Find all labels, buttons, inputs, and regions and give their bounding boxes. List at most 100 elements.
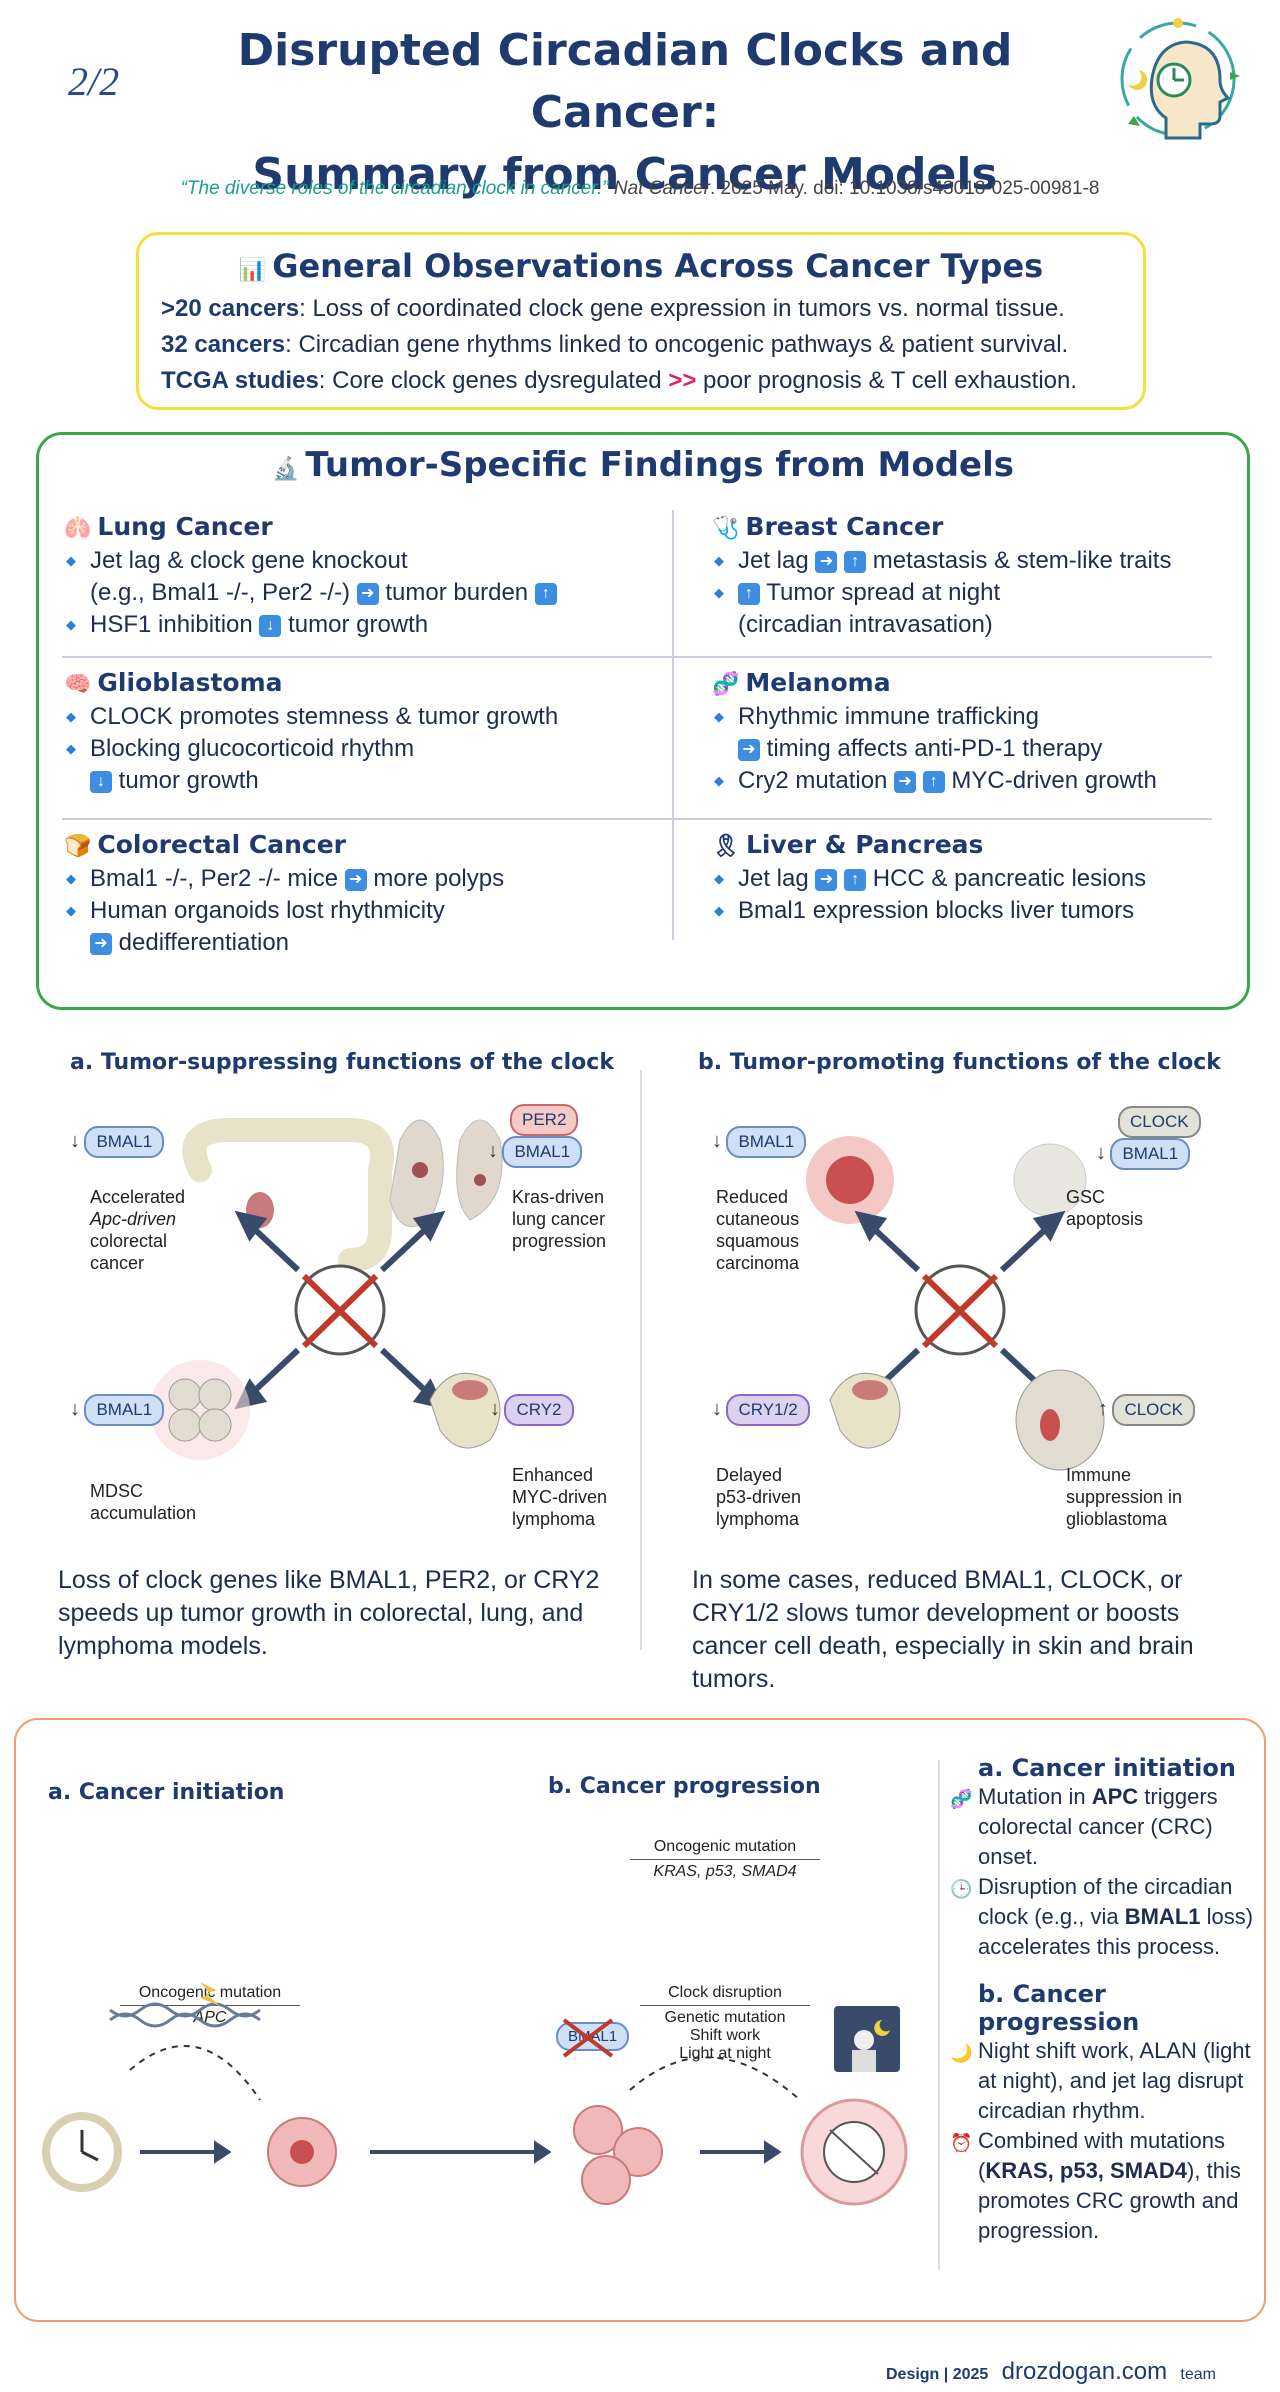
down-arrow-icon: ↓ (259, 615, 282, 637)
up-arrow-icon: ↑ (844, 551, 867, 573)
panel-b-topright-label: CLOCK ↓ BMAL1 (1096, 1106, 1201, 1170)
tumor-suppressing-diagram (150, 1118, 503, 1460)
panel-a-bottomleft-label: ↓ BMAL1 (70, 1394, 165, 1426)
clock-icon: 🕒 (950, 1879, 973, 1899)
bar-chart-icon: 📊 (238, 258, 267, 283)
tumor-heading: 🔬Tumor-Specific Findings from Models (272, 445, 1014, 485)
cancer-progression-diagram (42, 1982, 908, 2206)
gene-pill: CRY2 (504, 1394, 574, 1426)
panel-b-bottomright-label: ↑ CLOCK (1098, 1394, 1196, 1426)
liver-pancreas-cell: 🎗Liver & Pancreas Jet lag ➜ ↑ HCC & panc… (712, 830, 1280, 927)
citation: “The diverse roles of the circadian cloc… (100, 178, 1180, 200)
page-number: 2/2 (68, 59, 120, 104)
down-arrow-icon: ↓ (70, 1398, 80, 1420)
progression-paragraph: 🌙Night shift work, ALAN (light at night)… (950, 2038, 1251, 2123)
right-arrow-icon: ➜ (344, 869, 367, 891)
initiation-title: a. Cancer initiation (48, 1780, 285, 1805)
oncogenic-mutation-2: Oncogenic mutation KRAS, p53, SMAD4 (630, 1838, 820, 1881)
lung-title: Lung Cancer (97, 512, 273, 541)
panel-b-summary: In some cases, reduced BMAL1, CLOCK, or … (692, 1566, 1194, 1693)
colorectal-title: Colorectal Cancer (97, 830, 346, 859)
title-line-1: Disrupted Circadian Clocks and Cancer: (237, 25, 1013, 138)
list-item: Blocking glucocorticoid rhythm (64, 733, 644, 765)
colorectal-cancer-cell: 🍞Colorectal Cancer Bmal1 -/-, Per2 -/- m… (64, 830, 644, 959)
row-divider (62, 656, 1212, 658)
observation-row: 32 cancers: Circadian gene rhythms linke… (161, 331, 1069, 358)
panel-a-bottomright-label: ↓ CRY2 (490, 1394, 574, 1426)
clock-head-icon (1108, 14, 1248, 144)
footer-design: Design | 2025 (885, 2366, 989, 2383)
right-arrow-icon: ➜ (356, 583, 379, 605)
progression-title: b. Cancer progression (548, 1774, 821, 1799)
down-arrow-icon: ↓ (90, 771, 112, 793)
gene-pill: CLOCK (1112, 1394, 1196, 1426)
list-item-continuation: (e.g., Bmal1 -/-, Per2 -/-) ➜ tumor burd… (64, 577, 644, 609)
list-item: Human organoids lost rhythmicity (64, 895, 644, 927)
footer-site-link[interactable]: drozdogan.com (1001, 2358, 1168, 2385)
footer-team: team (1180, 2366, 1216, 2383)
gene-pill: BMAL1 (84, 1126, 165, 1158)
liver-title: Liver & Pancreas (745, 830, 984, 859)
dna-icon: 🧬 (950, 1789, 973, 1809)
down-arrow-icon: ↓ (712, 1130, 722, 1152)
right-arrow-icon: ➜ (90, 933, 112, 955)
citation-title: “The diverse roles of the circadian cloc… (180, 178, 609, 199)
list-item: Rhythmic immune trafficking (712, 701, 1280, 733)
gene-pill: BMAL1 (502, 1136, 583, 1168)
dna-icon: 🧬 (712, 672, 740, 697)
panel-b-bottomleft-label: ↓ CRY1/2 (712, 1394, 810, 1426)
down-arrow-icon: ↓ (490, 1398, 500, 1420)
list-item: Jet lag & clock gene knockout (64, 545, 644, 577)
down-arrow-icon: ↓ (712, 1398, 722, 1420)
melanoma-cell: 🧬Melanoma Rhythmic immune trafficking ➜ … (712, 668, 1280, 797)
panel-a-topleft-label: ↓ BMAL1 (70, 1126, 165, 1158)
list-item: Bmal1 -/-, Per2 -/- mice ➜ more polyps (64, 863, 644, 895)
gene-pill: BMAL1 (84, 1394, 165, 1426)
down-arrow-icon: ↓ (70, 1130, 80, 1152)
right-arrow-icon: ➜ (894, 771, 917, 793)
initiation-paragraph: 🕒Disruption of the circadian clock (e.g.… (950, 1874, 1254, 1959)
right-arrow-icon: ➜ (815, 551, 838, 573)
list-item-continuation: ↓ tumor growth (64, 765, 644, 797)
list-item: ↑ Tumor spread at night (712, 577, 1280, 609)
panel-b-title: b. Tumor-promoting functions of the cloc… (698, 1050, 1221, 1075)
footer: Design | 2025 drozdogan.com team (886, 2358, 1216, 2386)
clock-disruption-label: Clock disruption Genetic mutation Shift … (640, 1984, 810, 2063)
up-arrow-icon: ↑ (738, 583, 760, 605)
glioblastoma-cell: 🧠Glioblastoma CLOCK promotes stemness & … (64, 668, 644, 797)
figure-divider (640, 1070, 642, 1650)
gene-pill: BMAL1 (1110, 1138, 1191, 1170)
list-item: HSF1 inhibition ↓ tumor growth (64, 609, 644, 641)
list-item-continuation: (circadian intravasation) (738, 611, 993, 638)
panel-a-summary: Loss of clock genes like BMAL1, PER2, or… (58, 1566, 600, 1660)
lungs-icon: 🫁 (64, 516, 92, 541)
moon-icon: 🌙 (950, 2043, 973, 2063)
stethoscope-icon: 🩺 (712, 516, 740, 541)
breast-cancer-cell: 🩺Breast Cancer Jet lag ➜ ↑ metastasis & … (712, 512, 1280, 641)
right-arrow-icon: ➜ (815, 869, 838, 891)
melanoma-title: Melanoma (745, 668, 891, 697)
list-item: Jet lag ➜ ↑ HCC & pancreatic lesions (712, 863, 1280, 895)
citation-journal: Nat Cancer (613, 178, 710, 199)
initiation-paragraph: 🧬Mutation in APC triggers colorectal can… (950, 1784, 1218, 1869)
panel-a-topright-label: PER2 ↓ BMAL1 (488, 1104, 583, 1168)
gene-pill: BMAL1 (726, 1126, 807, 1158)
observation-row: >20 cancers: Loss of coordinated clock g… (161, 295, 1065, 322)
gene-pill: CRY1/2 (726, 1394, 810, 1426)
night-shift-icon (834, 2006, 900, 2072)
up-arrow-icon: ↑ (922, 771, 945, 793)
cancer-stages-box (14, 1718, 1266, 2322)
gene-pill: PER2 (510, 1104, 579, 1136)
citation-doi: . 2025 May. doi: 10.1038/s43018-025-0098… (709, 178, 1100, 199)
list-item-continuation: ➜ timing affects anti-PD-1 therapy (712, 733, 1280, 765)
initiation-heading: a. Cancer initiation (978, 1754, 1236, 1782)
list-item: Bmal1 expression blocks liver tumors (712, 895, 1280, 927)
microscope-icon: 🔬 (272, 457, 300, 482)
glio-title: Glioblastoma (97, 668, 283, 697)
up-arrow-icon: ↑ (1098, 1398, 1108, 1420)
